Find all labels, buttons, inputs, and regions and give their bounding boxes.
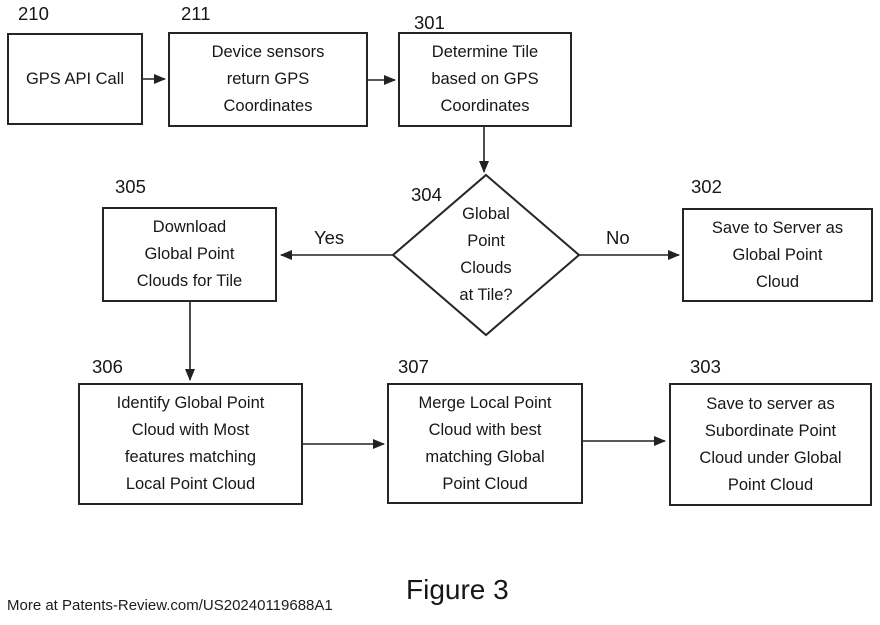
ref-label-302: 302 (691, 176, 722, 197)
node-305-download-clouds: Download Global Point Clouds for Tile (102, 207, 277, 302)
ref-label-307: 307 (398, 356, 429, 377)
ref-label-303: 303 (690, 356, 721, 377)
node-302-text: Save to Server as Global Point Cloud (711, 218, 844, 291)
ref-label-301: 301 (414, 12, 445, 33)
node-307-merge-cloud: Merge Local Point Cloud with best matchi… (387, 383, 583, 504)
node-303-save-subordinate: Save to server as Subordinate Point Clou… (669, 383, 872, 506)
node-301-determine-tile: Determine Tile based on GPS Coordinates (398, 32, 572, 127)
ref-label-210: 210 (18, 3, 49, 24)
node-210-gps-api-call: GPS API Call (7, 33, 143, 125)
ref-label-305: 305 (115, 176, 146, 197)
node-211-text: Device sensors return GPS Coordinates (211, 43, 325, 115)
node-302-save-global-cloud: Save to Server as Global Point Cloud (682, 208, 873, 302)
decision-diamond-304 (391, 173, 581, 337)
node-301-text: Determine Tile based on GPS Coordinates (431, 43, 539, 115)
node-307-text: Merge Local Point Cloud with best matchi… (418, 393, 552, 493)
node-303-text: Save to server as Subordinate Point Clou… (699, 394, 842, 494)
node-305-text: Download Global Point Clouds for Tile (136, 218, 243, 290)
watermark-source: More at Patents-Review.com/US20240119688… (7, 597, 333, 614)
edge-label-yes: Yes (314, 227, 345, 248)
ref-label-304: 304 (411, 184, 442, 205)
figure-caption: Figure 3 (406, 574, 509, 605)
node-306-identify-cloud: Identify Global Point Cloud with Most fe… (78, 383, 303, 505)
ref-label-211: 211 (181, 3, 211, 24)
node-304-decision-text: Global Point Clouds at Tile? (459, 205, 513, 304)
edge-label-no: No (606, 227, 630, 248)
ref-label-306: 306 (92, 356, 123, 377)
node-210-text: GPS API Call (25, 69, 125, 88)
node-211-device-sensors: Device sensors return GPS Coordinates (168, 32, 368, 127)
node-306-text: Identify Global Point Cloud with Most fe… (116, 394, 265, 493)
